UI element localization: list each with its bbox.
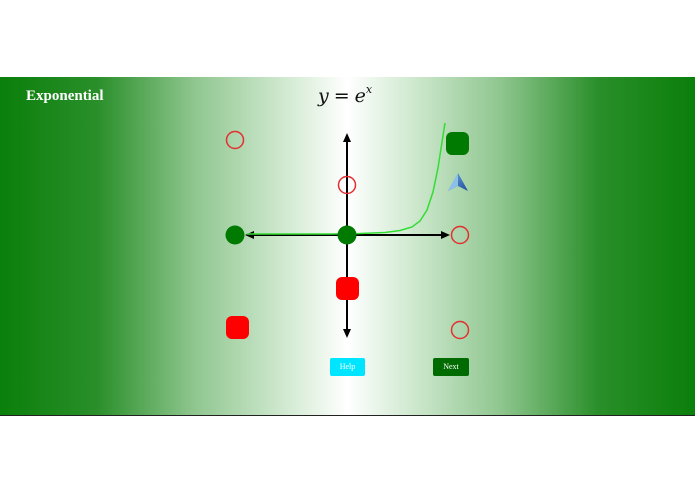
empty-slot-top-left[interactable]	[225, 130, 245, 150]
x-axis-left-arrowhead	[245, 231, 254, 239]
help-button[interactable]: Help	[330, 358, 365, 376]
formula-base: e	[354, 85, 366, 107]
y-axis-bottom-arrowhead	[343, 329, 351, 338]
panel-divider	[0, 415, 695, 416]
token-bottom-left[interactable]	[226, 316, 249, 339]
token-top-right[interactable]	[446, 132, 469, 155]
token-left-end[interactable]	[225, 225, 245, 245]
formula-equals: =	[333, 85, 350, 107]
x-axis-right-arrowhead	[441, 231, 450, 239]
formula-lhs: y	[318, 85, 329, 107]
formula-exponent: x	[365, 83, 373, 96]
navigation-arrow-icon	[448, 173, 468, 191]
next-button[interactable]: Next	[433, 358, 469, 376]
token-below-origin[interactable]	[336, 277, 359, 300]
empty-slot-top-center[interactable]	[337, 175, 357, 195]
formula: y=ex	[318, 83, 372, 107]
token-origin[interactable]	[337, 225, 357, 245]
y-axis-top-arrowhead	[343, 133, 351, 142]
empty-slot-right-end[interactable]	[450, 225, 470, 245]
empty-slot-bottom-right[interactable]	[450, 320, 470, 340]
app-title: Exponential	[26, 88, 104, 104]
